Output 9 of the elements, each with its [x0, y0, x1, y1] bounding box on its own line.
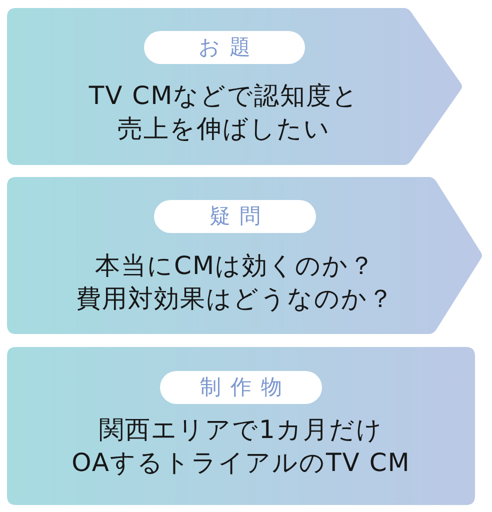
body-text: 本当にCMは効くのか？費用対効果はどうなのか？: [76, 250, 394, 315]
heading-tag: お題: [144, 31, 305, 64]
heading-tag: 疑問: [154, 200, 316, 233]
rounded-panel: [7, 347, 475, 505]
body-text: 関西エリアで1カ月だけOAするトライアルのTV CM: [72, 414, 410, 479]
heading-tag: 制作物: [160, 371, 322, 404]
body-text: TV CMなどで認知度と売上を伸ばしたい: [88, 80, 360, 145]
chevron-panel: [7, 8, 463, 165]
chevron-panel: [7, 177, 483, 334]
